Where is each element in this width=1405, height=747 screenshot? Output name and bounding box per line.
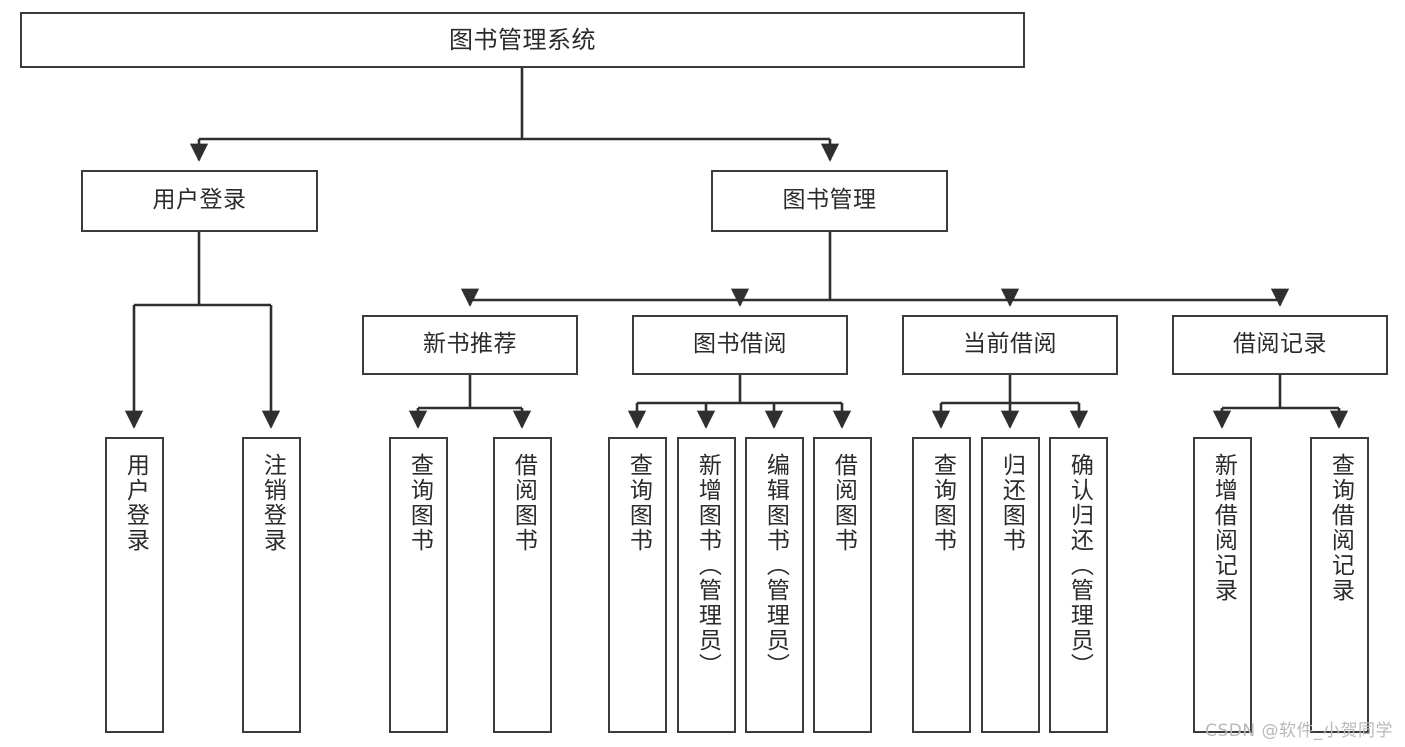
- node-user-login-label: 用户登录: [152, 187, 247, 214]
- node-book-borrow-label: 图书借阅: [693, 331, 787, 358]
- node-leaf-logout-label: 注销登录: [259, 453, 286, 553]
- node-leaf-add-book-admin[interactable]: 新增图书（管理员）: [677, 437, 736, 733]
- node-user-login[interactable]: 用户登录: [81, 170, 318, 232]
- node-new-book-recommend-label: 新书推荐: [423, 331, 517, 358]
- node-book-borrow[interactable]: 图书借阅: [632, 315, 848, 375]
- node-leaf-recommend-query-book-label: 查询图书: [406, 453, 433, 553]
- node-current-borrow[interactable]: 当前借阅: [902, 315, 1118, 375]
- node-leaf-borrow-book[interactable]: 借阅图书: [813, 437, 872, 733]
- node-leaf-borrow-book-label: 借阅图书: [830, 453, 857, 553]
- node-leaf-borrow-query-book[interactable]: 查询图书: [608, 437, 667, 733]
- node-leaf-current-query-book-label: 查询图书: [929, 453, 956, 553]
- node-root[interactable]: 图书管理系统: [20, 12, 1025, 68]
- node-borrow-record-label: 借阅记录: [1233, 331, 1327, 358]
- node-leaf-borrow-query-book-label: 查询图书: [625, 453, 652, 553]
- node-borrow-record[interactable]: 借阅记录: [1172, 315, 1388, 375]
- node-leaf-return-book[interactable]: 归还图书: [981, 437, 1040, 733]
- node-leaf-add-borrow-record[interactable]: 新增借阅记录: [1193, 437, 1252, 733]
- node-leaf-user-login-label: 用户登录: [122, 453, 149, 553]
- node-leaf-add-book-admin-label: 新增图书（管理员）: [694, 453, 721, 678]
- node-leaf-recommend-query-book[interactable]: 查询图书: [389, 437, 448, 733]
- node-leaf-query-borrow-record-label: 查询借阅记录: [1327, 453, 1354, 603]
- node-new-book-recommend[interactable]: 新书推荐: [362, 315, 578, 375]
- node-book-management-label: 图书管理: [782, 187, 877, 214]
- node-leaf-confirm-return-admin[interactable]: 确认归还（管理员）: [1049, 437, 1108, 733]
- node-leaf-query-borrow-record[interactable]: 查询借阅记录: [1310, 437, 1369, 733]
- node-leaf-return-book-label: 归还图书: [998, 453, 1025, 553]
- node-leaf-edit-book-admin-label: 编辑图书（管理员）: [762, 453, 789, 678]
- node-root-label: 图书管理系统: [449, 25, 596, 54]
- node-leaf-recommend-borrow-book[interactable]: 借阅图书: [493, 437, 552, 733]
- node-current-borrow-label: 当前借阅: [963, 331, 1057, 358]
- node-leaf-current-query-book[interactable]: 查询图书: [912, 437, 971, 733]
- node-book-management[interactable]: 图书管理: [711, 170, 948, 232]
- node-leaf-user-login[interactable]: 用户登录: [105, 437, 164, 733]
- node-leaf-confirm-return-admin-label: 确认归还（管理员）: [1066, 453, 1093, 678]
- node-leaf-recommend-borrow-book-label: 借阅图书: [510, 453, 537, 553]
- node-leaf-logout[interactable]: 注销登录: [242, 437, 301, 733]
- node-leaf-add-borrow-record-label: 新增借阅记录: [1210, 453, 1237, 603]
- node-leaf-edit-book-admin[interactable]: 编辑图书（管理员）: [745, 437, 804, 733]
